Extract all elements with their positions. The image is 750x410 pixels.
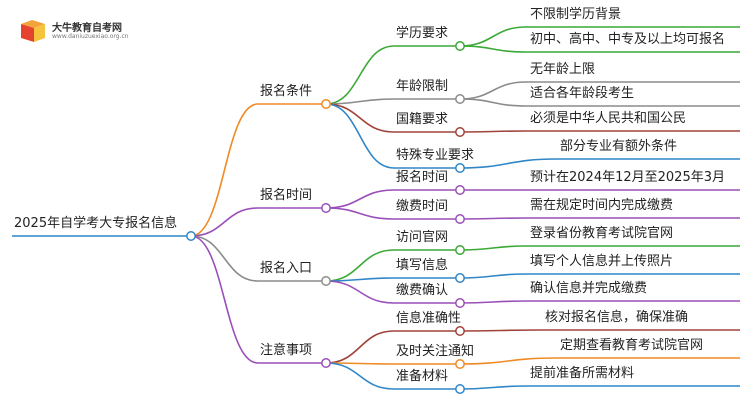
branch-connector (190, 235, 259, 364)
leaf-connector (459, 217, 527, 220)
subtopic-connector (325, 280, 395, 304)
subtopic-toggle[interactable] (455, 41, 465, 51)
branch-toggle[interactable] (321, 276, 331, 286)
leaf-label: 预计在2024年12月至2025年3月 (530, 170, 725, 185)
subtopic-label: 访问官网 (396, 230, 449, 245)
subtopic-connector (325, 98, 395, 105)
leaf-label: 不限制学历背景 (530, 7, 622, 22)
leaf-connector (459, 130, 527, 133)
logo-title: 大牛教育自考网 (52, 23, 122, 34)
subtopic-connector (325, 249, 395, 282)
subtopic-toggle[interactable] (455, 384, 465, 394)
subtopic-toggle[interactable] (455, 359, 465, 369)
subtopic-label: 信息准确性 (396, 311, 462, 326)
leaf-label: 初中、高中、中专及以上均可报名 (530, 32, 726, 47)
leaf-label: 确认信息并完成缴费 (530, 281, 648, 296)
subtopic-toggle[interactable] (455, 127, 465, 137)
subtopic-toggle[interactable] (455, 298, 465, 308)
subtopic-label: 填写信息 (396, 258, 449, 273)
branch-connector (190, 235, 259, 282)
leaf-label: 定期查看教育考试院官网 (560, 338, 704, 353)
leaf-connector (459, 98, 527, 107)
root-topic-label: 2025年自学考大专报名信息 (14, 216, 178, 231)
branch-connector (190, 103, 259, 237)
leaf-label: 无年龄上限 (530, 62, 596, 77)
subtopic-connector (325, 362, 395, 390)
leaf-label: 需在规定时间内完成缴费 (530, 198, 674, 213)
leaf-connector (459, 81, 527, 100)
subtopic-connector (325, 207, 395, 220)
leaf-connector (459, 45, 527, 53)
leaf-connector (459, 26, 527, 47)
subtopic-connector (325, 189, 395, 209)
subtopic-connector (325, 330, 395, 364)
subtopic-label: 缴费时间 (396, 199, 449, 214)
leaf-connector (459, 329, 542, 332)
subtopic-label: 准备材料 (396, 369, 449, 384)
branch-connector (190, 207, 259, 237)
branch-label: 报名入口 (260, 261, 313, 276)
branch-label: 报名条件 (260, 84, 313, 99)
branch-label: 注意事项 (260, 343, 313, 358)
leaf-connector (459, 385, 527, 390)
logo-url: www.daniuzuexiao.org.cn (52, 33, 129, 40)
logo-book-icon (21, 20, 45, 42)
branch-toggle[interactable] (321, 203, 331, 213)
subtopic-toggle[interactable] (455, 245, 465, 255)
leaf-connector (459, 273, 527, 279)
subtopic-connector (325, 45, 395, 105)
subtopic-label: 国籍要求 (396, 112, 449, 127)
subtopic-connector (325, 103, 395, 169)
subtopic-toggle[interactable] (455, 326, 465, 336)
leaf-label: 登录省份教育考试院官网 (530, 226, 674, 241)
leaf-label: 必须是中华人民共和国公民 (530, 111, 687, 126)
subtopic-toggle[interactable] (455, 185, 465, 195)
subtopic-label: 及时关注通知 (396, 344, 475, 359)
subtopic-toggle[interactable] (455, 273, 465, 283)
root-toggle[interactable] (186, 231, 196, 241)
leaf-connector (459, 357, 557, 365)
subtopic-label: 报名时间 (396, 170, 449, 185)
subtopic-toggle[interactable] (455, 94, 465, 104)
leaf-label: 核对报名信息，确保准确 (545, 310, 689, 325)
subtopic-label: 缴费确认 (396, 283, 449, 298)
subtopic-toggle[interactable] (455, 163, 465, 173)
leaf-connector (459, 300, 527, 304)
branch-toggle[interactable] (321, 99, 331, 109)
leaf-connector (459, 245, 527, 251)
subtopic-toggle[interactable] (455, 214, 465, 224)
leaf-label: 适合各年龄段考生 (530, 86, 635, 101)
subtopic-label: 学历要求 (396, 26, 449, 41)
leaf-connector (459, 158, 557, 169)
leaf-label: 提前准备所需材料 (530, 366, 635, 381)
site-logo: 大牛教育自考网 www.daniuzuexiao.org.cn (18, 16, 178, 50)
subtopic-label: 特殊专业要求 (396, 148, 475, 163)
subtopic-connector (325, 103, 395, 133)
leaf-label: 部分专业有额外条件 (560, 139, 678, 154)
branch-toggle[interactable] (321, 358, 331, 368)
branch-label: 报名时间 (260, 188, 313, 203)
leaf-label: 填写个人信息并上传照片 (530, 254, 674, 269)
subtopic-label: 年龄限制 (396, 79, 449, 94)
